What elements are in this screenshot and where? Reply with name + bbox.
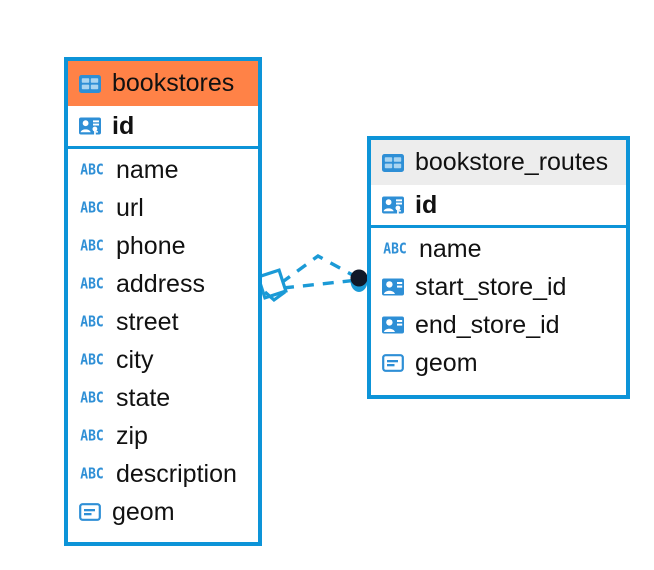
geometry-type-icon — [79, 503, 101, 521]
field-label: name — [116, 155, 179, 184]
entity-title: bookstore_routes — [415, 148, 609, 176]
field-row[interactable]: ABC name — [371, 230, 626, 268]
entity-header-bookstore-routes[interactable]: bookstore_routes — [371, 140, 626, 185]
primary-key-label: id — [112, 111, 135, 140]
field-label: start_store_id — [415, 272, 567, 301]
entity-table-bookstores[interactable]: bookstores id ABC name ABC url — [64, 57, 262, 546]
diamond-marker — [256, 268, 288, 300]
field-list-bookstore-routes: ABC name start_store_id — [371, 228, 626, 386]
text-type-icon: ABC — [383, 240, 407, 258]
foreign-key-icon — [382, 316, 404, 334]
field-row[interactable]: ABC name — [68, 151, 258, 189]
field-label: geom — [415, 348, 478, 377]
text-type-icon: ABC — [80, 351, 104, 369]
primary-key-row-bookstore-routes[interactable]: id — [371, 185, 626, 228]
entity-header-bookstores[interactable]: bookstores — [68, 61, 258, 106]
field-row[interactable]: ABC url — [68, 189, 258, 227]
table-icon — [382, 153, 404, 172]
field-list-bookstores: ABC name ABC url ABC phone ABC address A… — [68, 149, 258, 535]
field-label: street — [116, 307, 179, 336]
field-row[interactable]: ABC street — [68, 303, 258, 341]
filled-circle-marker — [350, 269, 368, 287]
primary-key-icon — [79, 117, 101, 135]
field-row[interactable]: ABC state — [68, 379, 258, 417]
text-type-icon: ABC — [80, 313, 104, 331]
text-type-icon: ABC — [80, 389, 104, 407]
text-type-icon: ABC — [80, 427, 104, 445]
text-type-icon: ABC — [80, 237, 104, 255]
relationship-line-end-store-id — [282, 278, 359, 290]
filled-circle-marker-halo — [350, 270, 368, 292]
field-label: phone — [116, 231, 186, 260]
field-label: state — [116, 383, 171, 412]
field-label: zip — [116, 421, 148, 450]
field-row[interactable]: ABC address — [68, 265, 258, 303]
field-row[interactable]: geom — [371, 344, 626, 382]
text-type-icon: ABC — [80, 199, 104, 217]
primary-key-row-bookstores[interactable]: id — [68, 106, 258, 149]
field-row[interactable]: ABC description — [68, 455, 258, 493]
field-label: url — [116, 193, 144, 222]
foreign-key-icon — [382, 278, 404, 296]
field-row[interactable]: ABC phone — [68, 227, 258, 265]
field-label: name — [419, 234, 482, 263]
relationship-line-start-store-id — [279, 253, 359, 285]
field-label: city — [116, 345, 154, 374]
entity-title: bookstores — [112, 69, 235, 97]
text-type-icon: ABC — [80, 275, 104, 293]
field-row[interactable]: ABC city — [68, 341, 258, 379]
primary-key-label: id — [415, 190, 438, 219]
table-icon — [79, 74, 101, 93]
geometry-type-icon — [382, 354, 404, 372]
field-label: description — [116, 459, 237, 488]
field-label: end_store_id — [415, 310, 560, 339]
field-row[interactable]: start_store_id — [371, 268, 626, 306]
field-label: geom — [112, 497, 175, 526]
diamond-marker-tail — [263, 290, 286, 303]
primary-key-icon — [382, 196, 404, 214]
field-label: address — [116, 269, 205, 298]
text-type-icon: ABC — [80, 161, 104, 179]
field-row[interactable]: geom — [68, 493, 258, 531]
field-row[interactable]: ABC zip — [68, 417, 258, 455]
entity-table-bookstore-routes[interactable]: bookstore_routes id ABC name — [367, 136, 630, 399]
field-row[interactable]: end_store_id — [371, 306, 626, 344]
text-type-icon: ABC — [80, 465, 104, 483]
